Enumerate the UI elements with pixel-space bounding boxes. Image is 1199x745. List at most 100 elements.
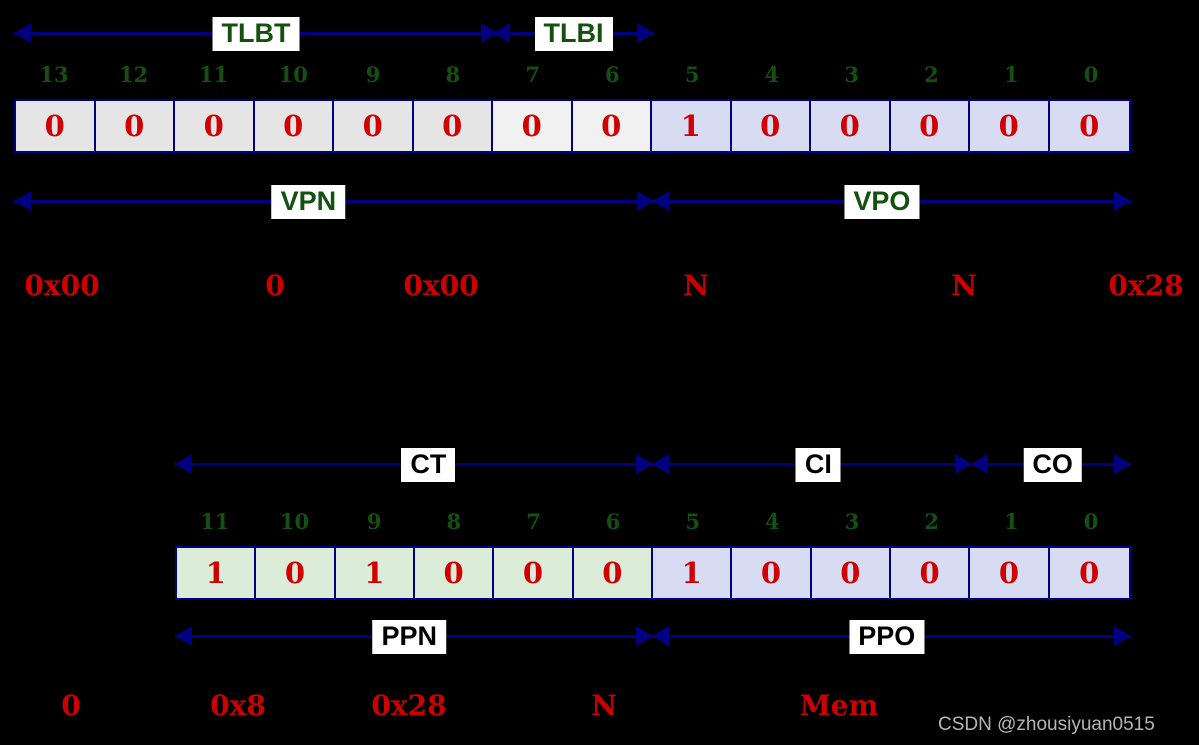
pa-span-label-ct: CT (401, 448, 456, 483)
va-span-vpo: VPO (652, 185, 1131, 220)
arrow-head-left-icon (14, 23, 31, 43)
pa-bit-row: 1 0 1 0 0 0 1 0 0 0 0 0 (175, 546, 1131, 600)
pa-span-ppo: PPO (652, 620, 1131, 655)
pa-span-ppn: PPN (175, 620, 653, 655)
va-bit-cell[interactable]: 0 (890, 101, 970, 151)
pa-span-label-co: CO (1023, 448, 1082, 483)
va-note: N (683, 269, 709, 302)
pa-bit-index: 9 (366, 509, 382, 534)
va-bit-index: 9 (365, 62, 381, 87)
va-bit-cell[interactable]: 0 (334, 101, 414, 151)
pa-span-label-ppo: PPO (849, 620, 925, 655)
va-span-label-vpo: VPO (844, 185, 920, 220)
arrow-head-right-icon (1114, 626, 1131, 646)
va-bit-cell[interactable]: 0 (1049, 101, 1129, 151)
pa-bit-index: 5 (685, 509, 701, 534)
va-bit-index: 6 (605, 62, 620, 87)
pa-note: 0x8 (210, 689, 266, 722)
va-bit-index: 11 (198, 62, 229, 87)
va-note: 0 (265, 269, 285, 302)
va-bit-cell[interactable]: 0 (731, 101, 811, 151)
pa-bit-cell[interactable]: 0 (256, 548, 336, 598)
pa-note: 0 (61, 689, 81, 722)
va-bit-cell[interactable]: 0 (254, 101, 334, 151)
pa-note: 0x28 (371, 689, 447, 722)
va-bit-index: 8 (445, 62, 461, 87)
va-span-tlbt: TLBT (14, 17, 498, 52)
pa-span-label-ci: CI (795, 448, 841, 483)
va-bit-index: 7 (525, 62, 540, 87)
va-bit-index: 12 (119, 62, 149, 87)
pa-bit-cell[interactable]: 0 (732, 548, 812, 598)
va-bit-cell[interactable]: 0 (16, 101, 96, 151)
va-bit-cell[interactable]: 0 (970, 101, 1050, 151)
arrow-head-left-icon (971, 454, 988, 474)
arrow-head-left-icon (493, 23, 510, 43)
pa-bit-index: 11 (200, 509, 230, 534)
arrow-head-right-icon (637, 23, 654, 43)
pa-bit-cell[interactable]: 1 (177, 548, 257, 598)
va-span-label-vpn: VPN (271, 185, 346, 220)
va-bit-cell[interactable]: 0 (811, 101, 891, 151)
va-span-label-tlbt: TLBT (212, 17, 300, 52)
va-note: 0x00 (24, 269, 100, 302)
pa-bit-cell[interactable]: 0 (890, 548, 971, 598)
va-span-tlbi: TLBI (493, 17, 654, 52)
pa-bit-cell[interactable]: 0 (494, 548, 574, 598)
va-bit-index: 1 (1003, 62, 1019, 87)
pa-span-ct: CT (175, 448, 653, 483)
va-note: N (951, 269, 977, 302)
va-bit-cell[interactable]: 0 (413, 101, 493, 151)
pa-bit-index: 1 (1004, 509, 1019, 534)
va-bit-cell[interactable]: 0 (95, 101, 175, 151)
va-bit-index: 13 (39, 62, 69, 87)
pa-bit-index: 7 (526, 509, 541, 534)
pa-bit-index: 10 (279, 509, 310, 534)
pa-span-co: CO (971, 448, 1131, 483)
va-bit-index: 5 (684, 62, 700, 87)
pa-bit-cell[interactable]: 0 (414, 548, 495, 598)
pa-bit-index: 8 (446, 509, 462, 534)
pa-bit-cell[interactable]: 0 (811, 548, 891, 598)
va-bit-cell[interactable]: 0 (493, 101, 573, 151)
va-bit-index-row: 13 12 11 10 9 8 7 6 5 4 3 2 1 0 (14, 64, 1131, 85)
va-bit-index: 4 (764, 62, 780, 87)
arrow-head-right-icon (1114, 454, 1131, 474)
pa-bit-index: 0 (1083, 509, 1099, 534)
pa-note: N (591, 689, 617, 722)
arrow-head-right-icon (636, 454, 653, 474)
pa-bit-index-row: 11 10 9 8 7 6 5 4 3 2 1 0 (175, 511, 1131, 532)
va-bit-cell[interactable]: 0 (175, 101, 255, 151)
arrow-head-left-icon (652, 626, 669, 646)
va-bit-index: 2 (924, 62, 939, 87)
va-note: 0x00 (403, 269, 479, 302)
arrow-head-right-icon (637, 191, 654, 211)
pa-bit-cell[interactable]: 0 (573, 548, 653, 598)
va-bit-index: 0 (1083, 62, 1099, 87)
pa-bit-cell[interactable]: 0 (970, 548, 1050, 598)
watermark-text: CSDN @zhousiyuan0515 (938, 714, 1155, 735)
arrow-head-left-icon (652, 454, 669, 474)
pa-bit-cell[interactable]: 1 (652, 548, 733, 598)
pa-span-label-ppn: PPN (372, 620, 446, 655)
va-bit-cell[interactable]: 1 (652, 101, 732, 151)
arrow-head-left-icon (652, 191, 669, 211)
arrow-head-left-icon (175, 454, 192, 474)
va-bit-index: 10 (278, 62, 308, 87)
va-span-vpn: VPN (14, 185, 654, 220)
arrow-head-left-icon (175, 626, 192, 646)
pa-bit-cell[interactable]: 0 (1049, 548, 1129, 598)
arrow-head-left-icon (14, 191, 31, 211)
pa-span-ci: CI (652, 448, 972, 483)
va-bit-index: 3 (844, 62, 860, 87)
va-bit-cell[interactable]: 0 (572, 101, 652, 151)
va-span-label-tlbi: TLBI (534, 17, 613, 52)
pa-bit-cell[interactable]: 1 (335, 548, 415, 598)
pa-note: Mem (799, 689, 879, 722)
arrow-head-right-icon (955, 454, 972, 474)
pa-bit-index: 6 (605, 509, 621, 534)
pa-bit-index: 3 (844, 509, 860, 534)
arrow-head-right-icon (1114, 191, 1131, 211)
va-bit-row: 0 0 0 0 0 0 0 0 1 0 0 0 0 0 (14, 99, 1131, 153)
